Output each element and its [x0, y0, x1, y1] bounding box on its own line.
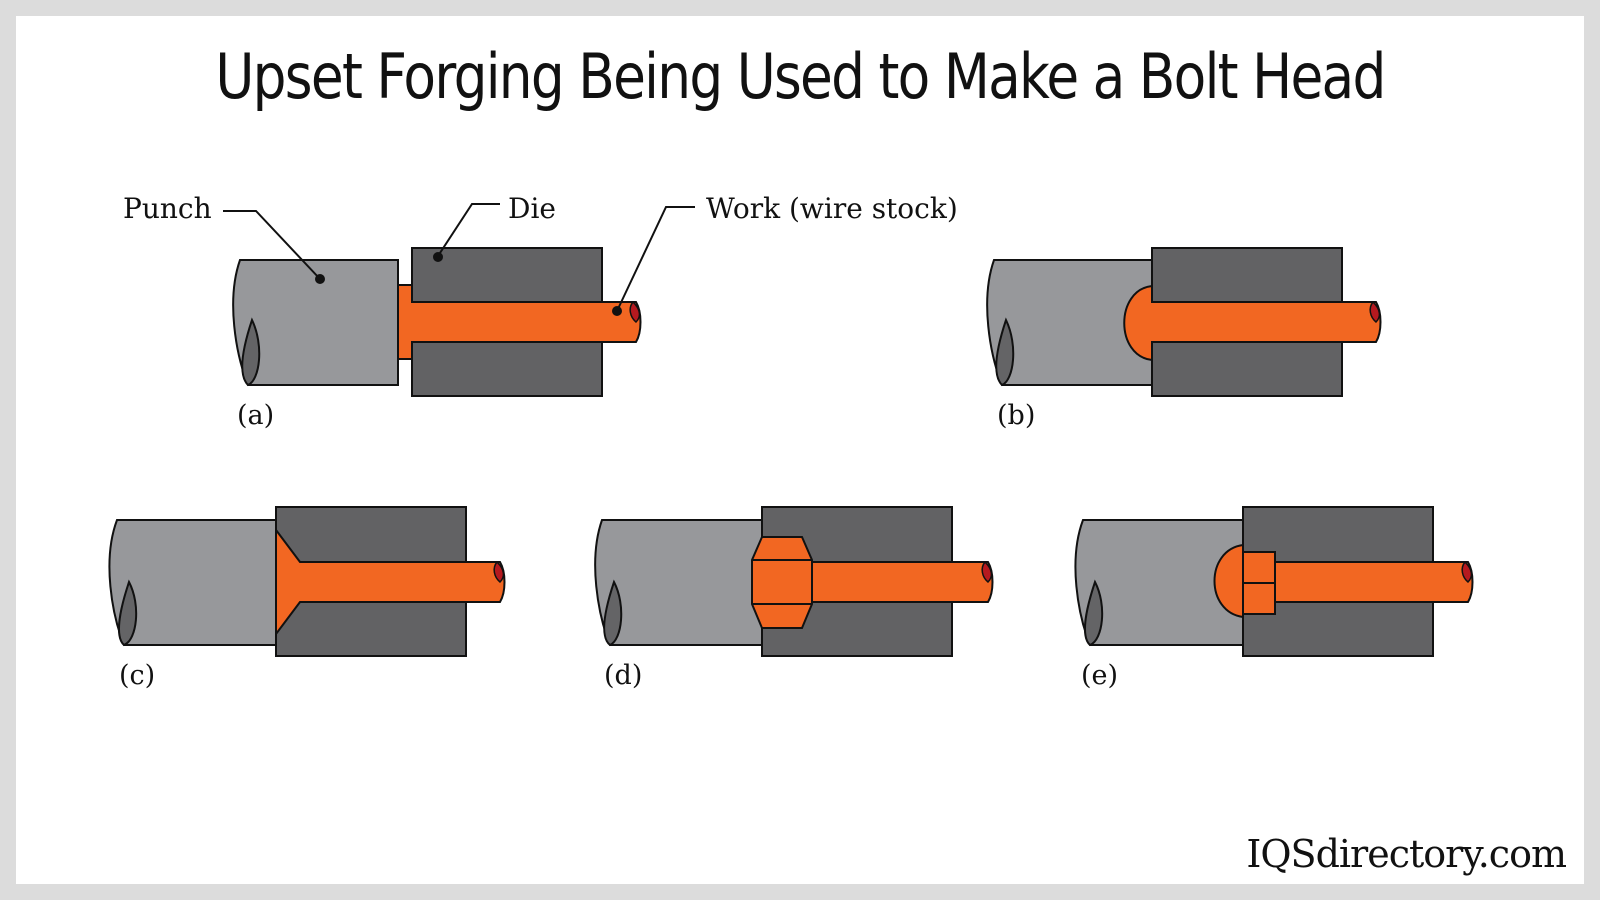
- punch-leader-dot: [315, 274, 325, 284]
- label-punch: Punch: [123, 192, 212, 225]
- work-stock: [275, 527, 506, 637]
- punch: [594, 519, 763, 646]
- label-die: Die: [508, 192, 556, 225]
- die-leader: [437, 203, 500, 257]
- work-tip: [1461, 560, 1473, 584]
- work-leader: [616, 206, 695, 312]
- work-tip: [493, 560, 505, 584]
- work-stock: [397, 284, 642, 360]
- punch: [1074, 519, 1244, 646]
- punch-shadow: [603, 579, 623, 647]
- label-work: Work (wire stock): [706, 192, 958, 225]
- caption-b: (b): [997, 400, 1035, 431]
- punch: [108, 519, 277, 646]
- punch-leader: [223, 210, 321, 280]
- work-tip: [981, 560, 993, 584]
- punch: [232, 259, 399, 386]
- punch-shadow: [995, 317, 1015, 387]
- die-leader-dot: [433, 252, 443, 262]
- work-tip: [1369, 300, 1381, 324]
- brand-watermark: IQSdirectory.com: [1246, 832, 1567, 876]
- work-stock: [1274, 561, 1474, 603]
- hex-head: [751, 536, 813, 629]
- panel-e: (e): [1074, 506, 1474, 691]
- work-tip: [629, 300, 641, 324]
- caption-a: (a): [237, 400, 274, 431]
- panel-a: Punch Die Work (wire stock) (a): [123, 192, 958, 431]
- punch-shadow: [241, 317, 261, 387]
- punch-shadow: [118, 579, 138, 647]
- round-upset: [1213, 543, 1244, 619]
- panel-b: (b): [986, 247, 1382, 431]
- die-top: [411, 247, 603, 303]
- panel-d: (d): [594, 506, 994, 691]
- panel-c: (c): [108, 506, 506, 691]
- punch: [986, 259, 1153, 386]
- work-stock: [769, 561, 994, 603]
- diagram-title: Upset Forging Being Used to Make a Bolt …: [215, 40, 1386, 113]
- caption-e: (e): [1081, 660, 1118, 691]
- caption-c: (c): [119, 660, 155, 691]
- punch-shadow: [1084, 579, 1104, 647]
- caption-d: (d): [604, 660, 642, 691]
- work-leader-dot: [612, 306, 622, 316]
- die-bottom: [411, 341, 603, 397]
- diagram-frame: [16, 16, 1584, 884]
